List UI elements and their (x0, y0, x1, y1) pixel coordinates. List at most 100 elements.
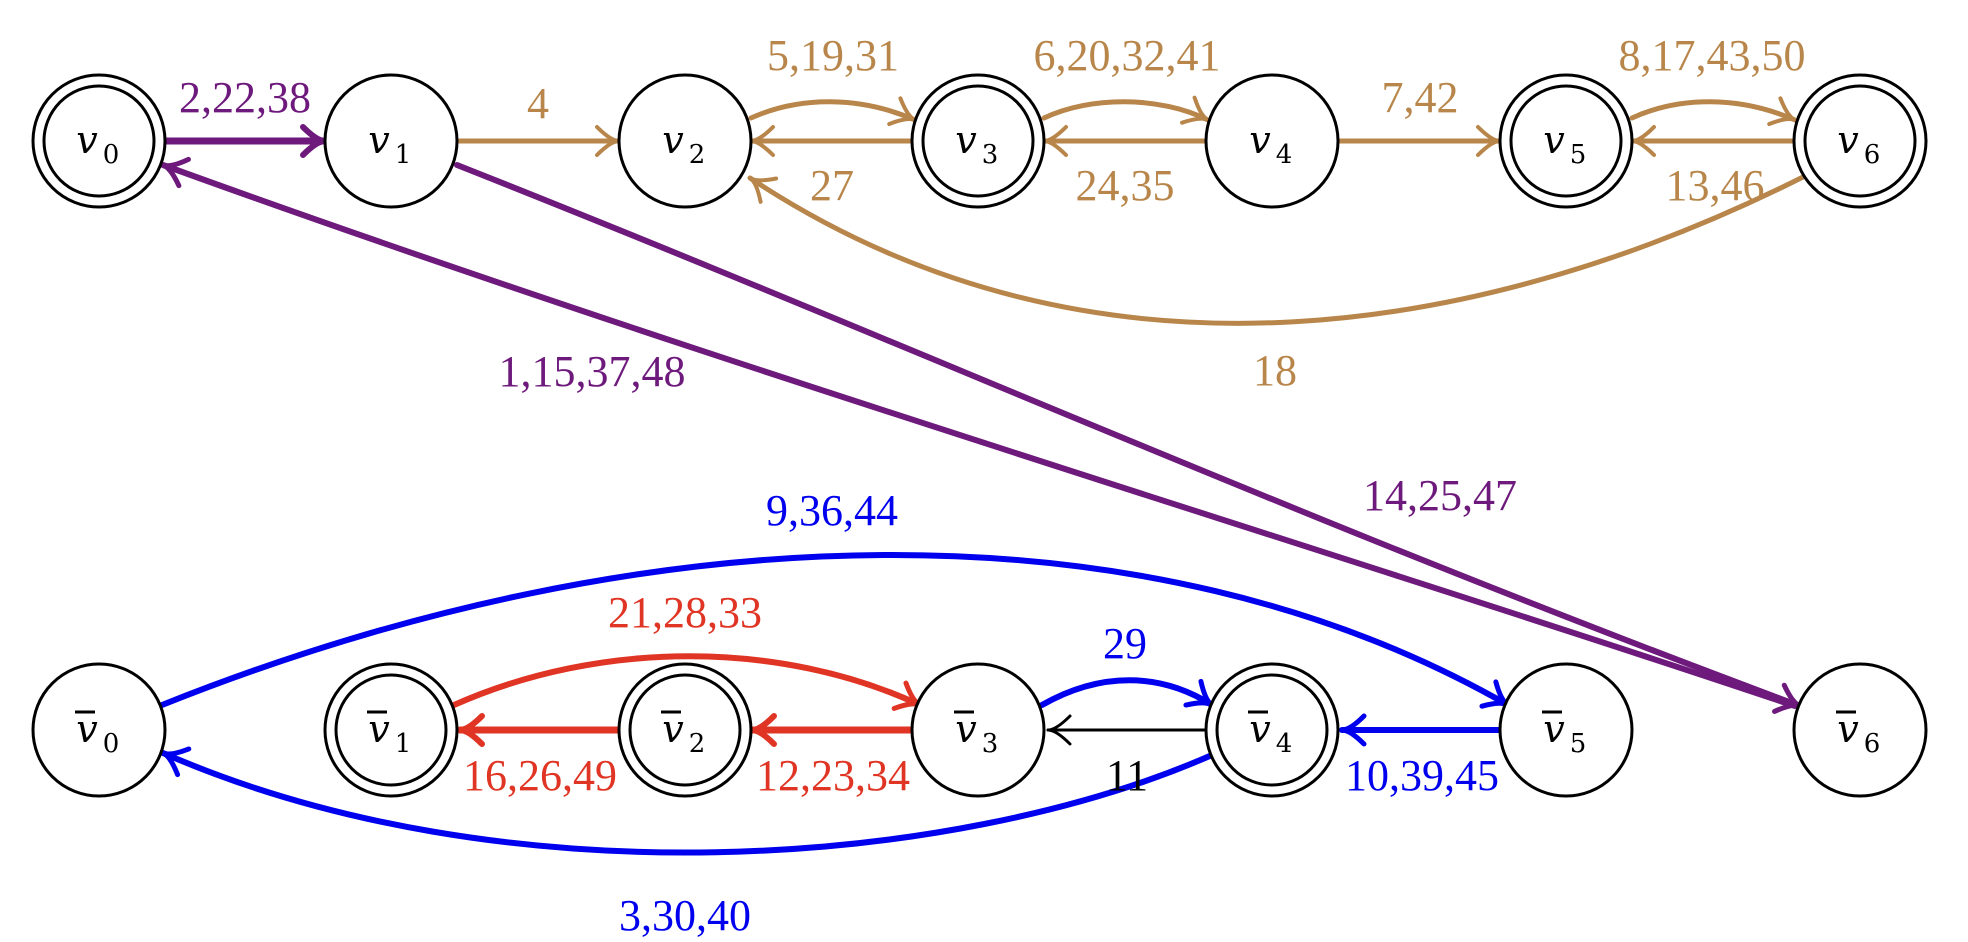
edge-b2-to-b1 (456, 713, 623, 747)
node-subscript: 2 (689, 729, 706, 759)
arrowhead-icon (1339, 713, 1367, 747)
node-circle (617, 73, 753, 209)
edge-v3-to-v4 (1041, 95, 1211, 125)
edge-b4-to-b0 (160, 746, 1215, 856)
node-label: v (1837, 707, 1859, 751)
edge-line (160, 750, 1215, 856)
node-subscript: 3 (982, 140, 999, 170)
node-circle (323, 662, 459, 798)
edge-b3-to-b4 (1039, 677, 1215, 708)
node-subscript: 3 (982, 729, 999, 759)
accepting-ring (334, 673, 448, 787)
edge-v3-to-v2 (748, 125, 915, 157)
node-circle (31, 662, 167, 798)
edge-v5-to-v6 (1629, 96, 1798, 127)
arrowhead-icon (1046, 714, 1072, 746)
arrowhead-icon (160, 156, 191, 189)
edge-label: 13,46 (1666, 161, 1765, 210)
edge-layer (159, 95, 1808, 856)
node-subscript: 1 (395, 140, 412, 170)
node-circle (910, 662, 1046, 798)
arrowhead-icon (457, 713, 485, 747)
edge-label: 16,26,49 (463, 751, 617, 800)
node-label: v (955, 118, 977, 162)
node-circle (910, 73, 1046, 209)
edge-label: 14,25,47 (1363, 471, 1517, 520)
node-label: v (76, 118, 98, 162)
node-label: v (1249, 707, 1271, 751)
edge-label: 3,30,40 (619, 891, 751, 940)
node-circle (1204, 662, 1340, 798)
node-subscript: 4 (1276, 140, 1293, 170)
node-subscript: 5 (1570, 140, 1587, 170)
edge-v6-to-v5 (1629, 125, 1798, 157)
edge-line (1039, 677, 1215, 708)
edge-v2-to-v3 (748, 96, 918, 127)
edge-v6-to-v2 (747, 173, 1808, 326)
node-label: v (1543, 118, 1565, 162)
accepting-ring (1215, 673, 1329, 787)
node-circle (1498, 662, 1634, 798)
edge-line (454, 162, 1803, 709)
accepting-ring (1509, 84, 1623, 198)
accepting-ring (628, 673, 742, 787)
edge-label: 5,19,31 (767, 31, 899, 80)
edge-v1-to-v2 (454, 125, 622, 157)
edge-label: 6,20,32,41 (1034, 31, 1221, 80)
edge-b4-to-b3 (1046, 714, 1208, 746)
node-label: v (662, 707, 684, 751)
accepting-ring (921, 84, 1035, 198)
node-circle (323, 73, 459, 209)
edge-line (748, 99, 918, 123)
node-subscript: 2 (689, 140, 706, 170)
edge-line (1041, 99, 1211, 123)
node-circle (617, 662, 753, 798)
node-label: v (368, 118, 390, 162)
edge-b6-to-v0 (160, 156, 1798, 709)
node-label: v (662, 118, 684, 162)
edge-line (747, 173, 1808, 326)
node-label: v (368, 707, 390, 751)
edge-line (451, 653, 923, 708)
node-label: v (955, 707, 977, 751)
edge-label: 18 (1253, 346, 1297, 395)
node-label: v (76, 707, 98, 751)
node-label: v (1543, 707, 1565, 751)
node-subscript: 5 (1570, 729, 1587, 759)
node-circle (1792, 73, 1928, 209)
node-circle (1498, 73, 1634, 209)
edge-label: 9,36,44 (766, 486, 898, 535)
edge-label: 8,17,43,50 (1619, 31, 1806, 80)
accepting-ring (1803, 84, 1917, 198)
edge-v4-to-v3 (1041, 125, 1209, 157)
arrowhead-icon (1767, 96, 1797, 127)
edge-label: 12,23,34 (756, 751, 910, 800)
accepting-ring (42, 84, 156, 198)
node-circle (1204, 73, 1340, 209)
edge-label: 11 (1106, 751, 1148, 800)
edge-label: 24,35 (1076, 161, 1175, 210)
node-circle (31, 73, 167, 209)
edge-label: 10,39,45 (1345, 751, 1499, 800)
node-subscript: 0 (103, 140, 120, 170)
node-subscript: 1 (395, 729, 412, 759)
arrowhead-icon (160, 746, 192, 778)
node-subscript: 6 (1864, 140, 1881, 170)
node-subscript: 4 (1276, 729, 1293, 759)
node-subscript: 0 (103, 729, 120, 759)
